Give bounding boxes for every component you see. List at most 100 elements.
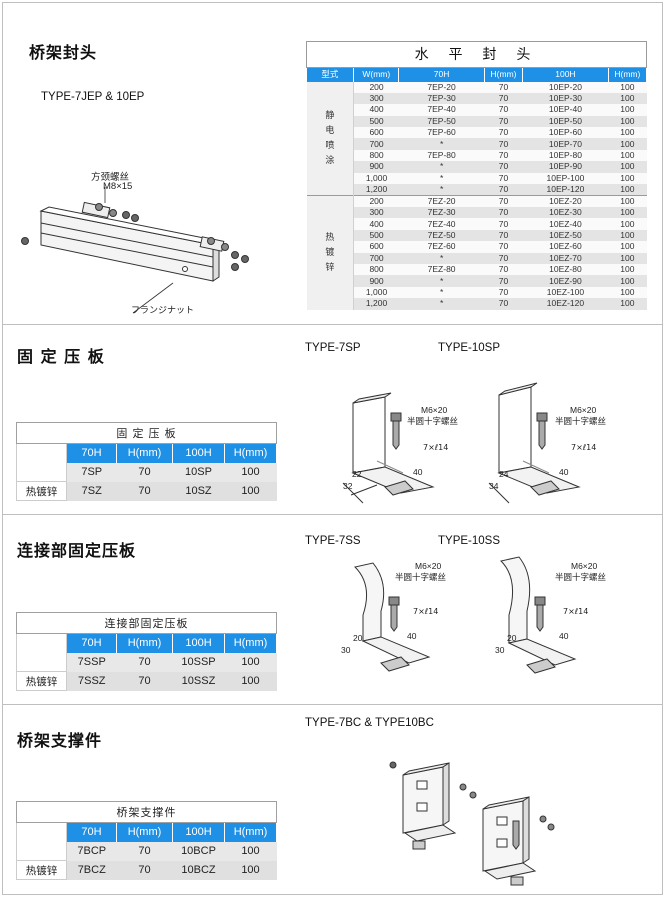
table-cell: 7EZ-60	[398, 241, 485, 253]
table-cell: 70	[484, 241, 523, 253]
table-caption-row: 水 平 封 头	[306, 41, 647, 68]
table-cell: 100	[608, 149, 647, 162]
row-label: 热镀锌	[16, 481, 67, 501]
table-cell: 100	[608, 229, 647, 242]
table-cell: 400	[353, 218, 399, 230]
dim-b-right: 34	[489, 481, 499, 491]
clamp-plate-drawing-left	[342, 392, 435, 504]
table-cell: 10EZ-100	[522, 286, 609, 299]
table-cell: 10EZ-120	[522, 298, 609, 310]
table-cell: 70	[484, 81, 523, 93]
table-cell: 7BCZ	[66, 860, 117, 880]
table-cell: 10EZ-60	[522, 241, 609, 253]
table-caption-row: 固 定 压 板	[16, 422, 277, 444]
table-cell: 500	[353, 229, 399, 242]
table-header-cell: 70H	[398, 67, 485, 82]
joint-plate-drawing-right	[500, 556, 577, 674]
nut-label: フランジナット	[131, 306, 195, 316]
dim-c-right: 24	[499, 469, 509, 479]
table-cell: 300	[353, 92, 399, 105]
table-cell: 500	[353, 115, 399, 128]
dim-b-right: 20	[507, 633, 517, 643]
table-cell: 7EP-60	[398, 127, 485, 139]
table-cell: 100	[608, 184, 647, 196]
type-label-10ss: TYPE-10SS	[438, 535, 500, 547]
table-cell: 100	[608, 104, 647, 116]
table-cell: 10BCP	[172, 841, 225, 861]
table-cell: 100	[608, 92, 647, 105]
table-cell: *	[398, 275, 485, 287]
dim-a-right: 40	[559, 631, 569, 641]
table-cell: 10EZ-90	[522, 275, 609, 287]
table-header-cell: H(mm)	[484, 67, 524, 82]
table-header-cell: H(mm)	[224, 633, 277, 653]
dim-a-left: 40	[407, 631, 417, 641]
screw-name-left: 半圆十字螺丝	[407, 417, 459, 427]
table-cell: 100	[608, 138, 647, 150]
group-label-text: 热镀锌	[325, 232, 335, 273]
clamp-plate-drawing-right	[488, 382, 581, 504]
table-cell: 10EP-120	[522, 184, 609, 196]
group-label-text: 静电喷涂	[325, 110, 335, 166]
table-header-cell: H(mm)	[116, 633, 173, 653]
table-cell: *	[398, 161, 485, 173]
table-cell: 100	[224, 462, 277, 482]
table-cell: 10SP	[172, 462, 225, 482]
table-cell: 70	[484, 92, 523, 105]
table-header-cell: H(mm)	[224, 443, 277, 463]
table-cell: 100	[608, 252, 647, 264]
screw-name-left: 半圆十字螺丝	[395, 573, 447, 583]
table-cell: 100	[608, 241, 647, 253]
table-cell: 1,000	[353, 172, 399, 185]
table-cell: 100	[608, 115, 647, 128]
screw-size-left: M6×20	[415, 561, 442, 571]
table-cell: 10EP-100	[522, 172, 609, 185]
dim-b-left: 20	[353, 633, 363, 643]
table-cell: 100	[608, 127, 647, 139]
table-cell: 100	[224, 671, 277, 691]
screw-name-right: 半圆十字螺丝	[555, 417, 607, 427]
row-label: 热镀锌	[16, 671, 67, 691]
table-cell: 300	[353, 207, 399, 219]
hole-spec-left: 7×ℓ14	[413, 607, 439, 616]
table-cell: 10EP-50	[522, 115, 609, 128]
table-header-cell: 70H	[66, 633, 117, 653]
table-cell: 10SZ	[172, 481, 225, 501]
table-cell: 7EZ-40	[398, 218, 485, 230]
table-cell: 700	[353, 252, 399, 264]
row-label: 静电喷涂	[16, 633, 67, 672]
type-label-7ss: TYPE-7SS	[305, 535, 361, 547]
table-cell: 70	[484, 286, 523, 299]
table-header-cell: H(mm)	[608, 67, 648, 82]
table-cell: 7EP-50	[398, 115, 485, 128]
table-header-cell: 100H	[522, 67, 609, 82]
table-cell: 7EP-20	[398, 81, 485, 93]
section-title: 桥架封头	[29, 43, 98, 62]
table-cell: 10SSP	[172, 652, 225, 672]
type-label-10sp: TYPE-10SP	[438, 342, 500, 354]
table-cell: 70	[484, 252, 523, 264]
table-cell: 70	[484, 195, 523, 208]
table-cell: 10EZ-20	[522, 195, 609, 208]
table-cell: 7EZ-30	[398, 207, 485, 219]
type-label: TYPE-7BC & TYPE10BC	[305, 717, 434, 729]
table-cell: 70	[484, 218, 523, 230]
table-cell: 10EZ-80	[522, 263, 609, 276]
